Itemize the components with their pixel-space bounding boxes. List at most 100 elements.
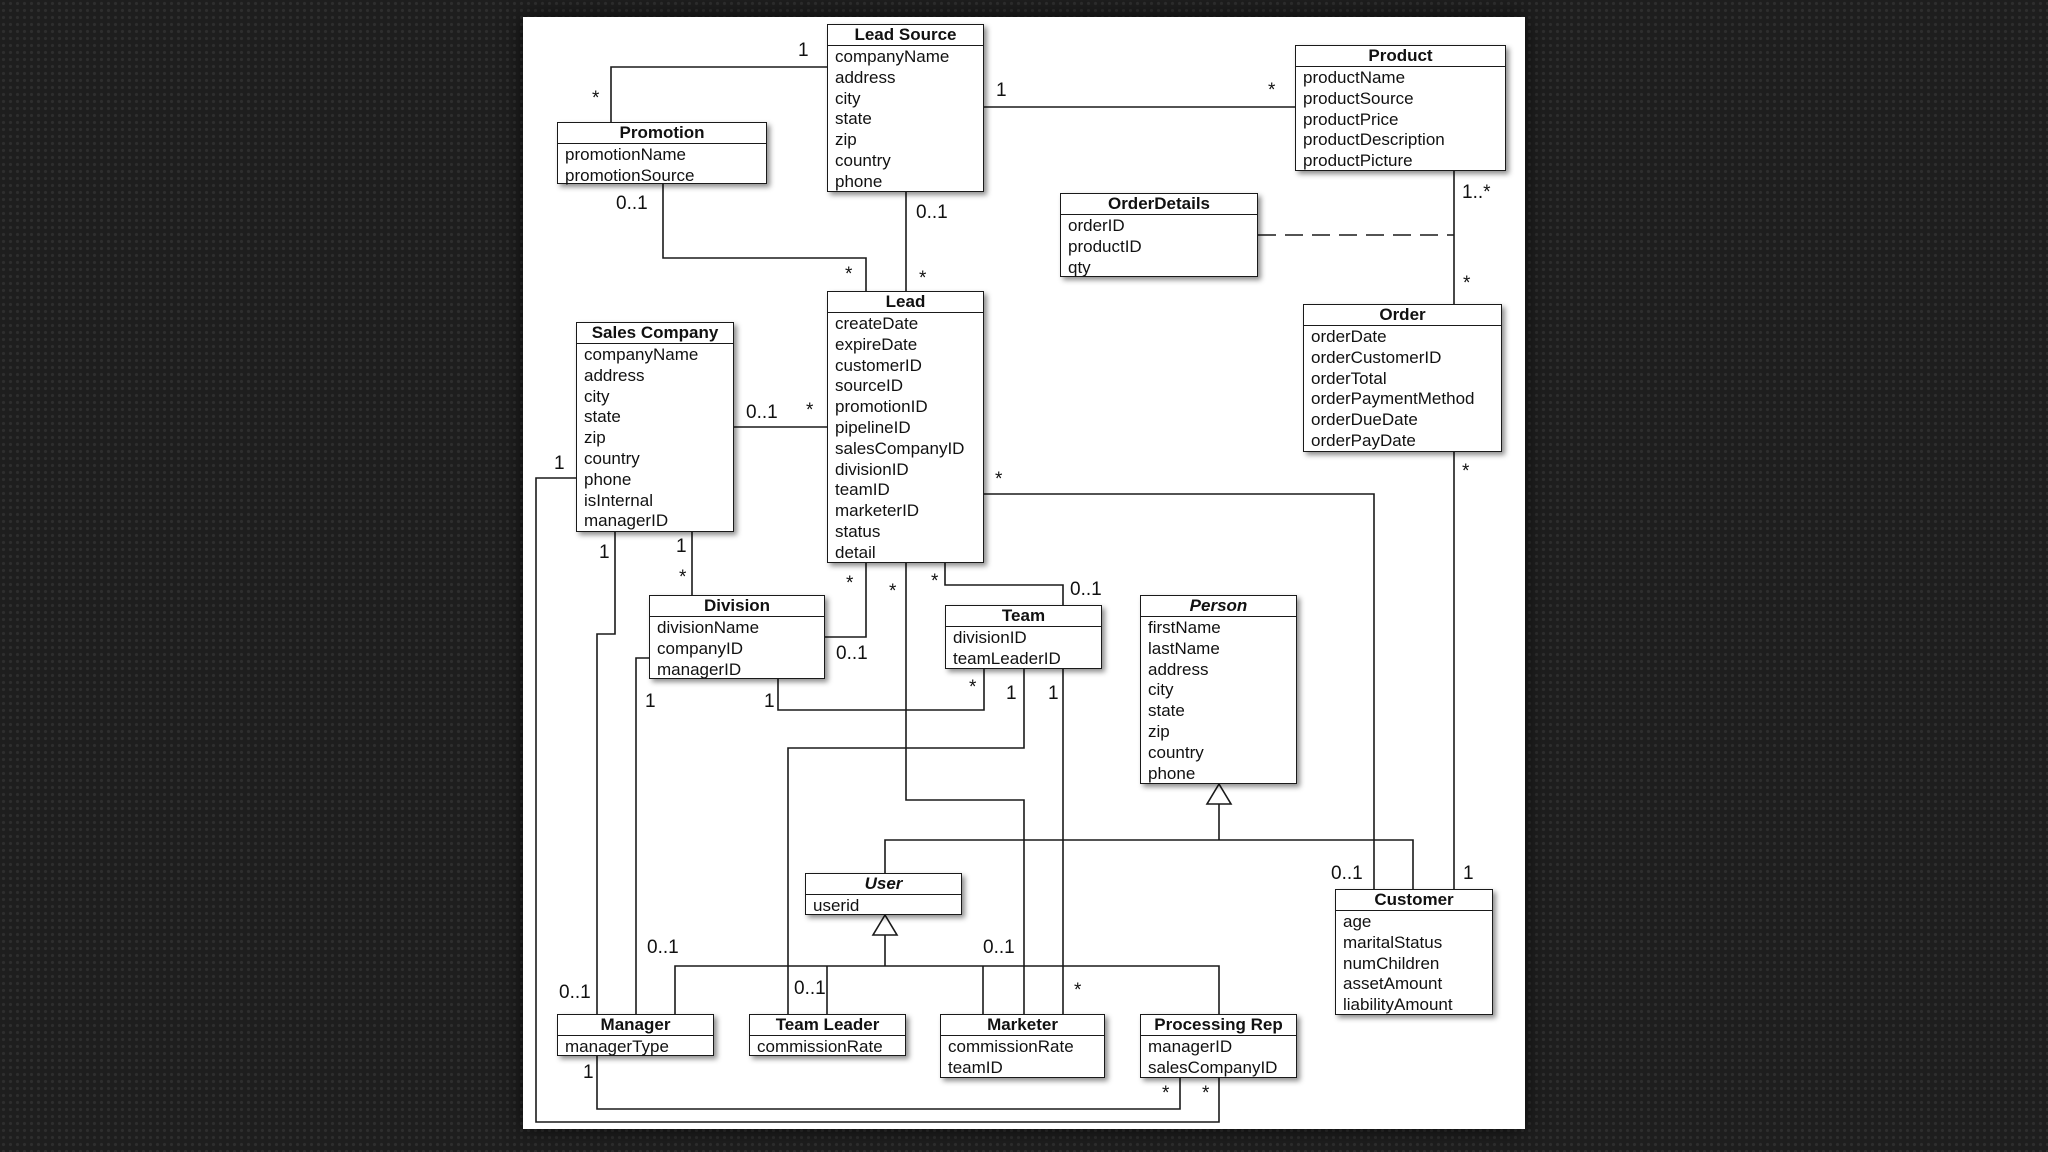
multiplicity-label: * [592,88,600,109]
multiplicity-label: 0..1 [647,937,679,958]
multiplicity-label: 1 [764,691,775,712]
class-attribute: productDescription [1303,130,1445,150]
class-attribute: sourceID [835,376,904,396]
class-attribute: salesCompanyID [835,438,965,458]
attribute-list: commissionRate [750,1036,905,1060]
class-attribute: country [835,150,891,170]
class-attribute: isInternal [584,490,653,510]
class-attribute: promotionName [565,145,686,164]
multiplicity-label: 1 [676,536,687,557]
class-attribute: address [1148,659,1209,679]
multiplicity-label: * [1463,273,1471,294]
class-name: Promotion [558,123,766,144]
class-attribute: status [835,521,881,541]
class-attribute: orderID [1068,216,1125,235]
assoc-lead-marketer [905,563,1025,1014]
assoc-division-manager [635,657,649,1014]
class-attribute: marketerID [835,501,920,521]
class-name: Person [1141,596,1296,617]
class-attribute: teamLeaderID [953,648,1061,668]
class-attribute: state [835,109,872,129]
multiplicity-label: * [846,573,854,594]
class-attribute: address [584,365,645,385]
class-attribute: createDate [835,314,919,333]
multiplicity-label: * [995,469,1003,490]
class-name: Division [650,596,824,617]
class-attribute: productSource [1303,88,1414,108]
multiplicity-label: * [931,571,939,592]
class-name: Sales Company [577,323,733,344]
class-attribute: salesCompanyID [1148,1057,1278,1077]
class-attribute: city [835,88,861,108]
class-attribute: orderCustomerID [1311,347,1442,367]
multiplicity-label: 0..1 [983,937,1015,958]
class-attribute: maritalStatus [1343,932,1443,952]
class-attribute: commissionRate [757,1037,883,1056]
multiplicity-label: 0..1 [559,982,591,1003]
class-attribute: expireDate [835,334,918,354]
multiplicity-label: * [919,268,927,289]
class-name: Lead [828,292,983,313]
class-name: Product [1296,46,1505,67]
class-attribute: detail [835,542,876,562]
class-attribute: assetAmount [1343,974,1443,994]
class-attribute: promotionID [835,397,928,417]
multiplicity-label: 1 [645,691,656,712]
multiplicity-label: * [679,567,687,588]
class-attribute: phone [1148,763,1196,783]
assoc-leadsource-promotion [610,66,827,122]
multiplicity-label: 1 [996,80,1007,101]
class-attribute: managerID [584,511,669,531]
assoc-team-teamleader [787,669,1025,1014]
assoc-lead-division [825,563,867,638]
class-attribute: state [584,407,621,427]
class-attribute: city [1148,680,1174,700]
multiplicity-label: 1 [599,542,610,563]
class-attribute: phone [835,171,883,191]
class-attribute: numChildren [1343,953,1440,973]
class-name: Customer [1336,890,1492,911]
generalization-arrow-person [1205,782,1233,805]
class-attribute: productPicture [1303,151,1413,171]
class-attribute: companyID [657,638,743,658]
assoc-lead-customer [984,493,1375,889]
class-attribute: productName [1303,68,1406,87]
class-name: Processing Rep [1141,1015,1296,1036]
multiplicity-label: * [1162,1083,1170,1104]
class-attribute: managerID [1148,1037,1233,1056]
multiplicity-label: 0..1 [916,202,948,223]
class-attribute: zip [835,130,857,150]
class-attribute: orderPaymentMethod [1311,389,1475,409]
class-name: Marketer [941,1015,1104,1036]
class-attribute: userid [813,896,860,915]
class-attribute: orderTotal [1311,368,1387,388]
class-attribute: divisionID [835,459,909,479]
class-attribute: lastName [1148,638,1220,658]
multiplicity-label: 0..1 [1070,579,1102,600]
class-attribute: firstName [1148,618,1221,637]
class-attribute: commissionRate [948,1037,1074,1056]
class-attribute: companyName [835,47,950,66]
generalization-person-branches [884,839,1414,889]
assoc-division-team [777,669,985,711]
multiplicity-label: 0..1 [616,193,648,214]
